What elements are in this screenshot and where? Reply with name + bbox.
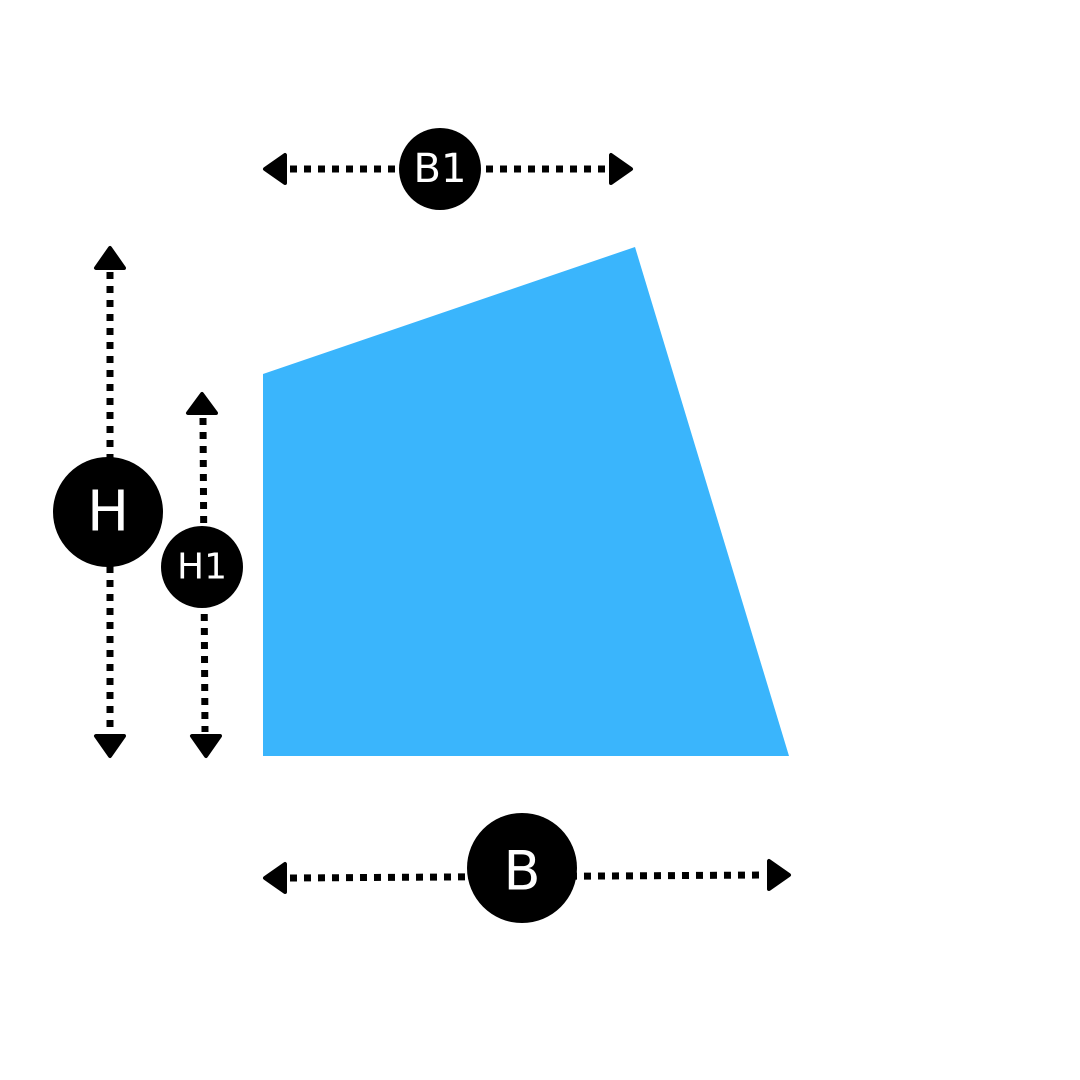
b1-left-arrowhead (263, 153, 287, 185)
h1-dimension: H1 (161, 392, 243, 758)
b1-right-arrowhead (609, 153, 633, 185)
b-dimension: B (263, 813, 791, 923)
h-top-arrowhead (94, 246, 126, 270)
h-badge (53, 457, 163, 567)
b-left-arrowhead (263, 862, 287, 894)
b1-badge (399, 128, 481, 210)
h1-top-arrowhead (186, 392, 218, 415)
trapezoid-shape (263, 247, 789, 756)
h1-bottom-arrowhead (190, 734, 222, 758)
h1-badge (161, 526, 243, 608)
h-bottom-arrowhead (94, 734, 126, 758)
b-right-arrowhead (767, 859, 791, 891)
b1-label: B1 (414, 146, 467, 192)
h-dimension: H (53, 246, 163, 758)
b-badge (467, 813, 577, 923)
b1-dimension: B1 (263, 128, 633, 210)
h-label: H (87, 480, 129, 545)
h1-label: H1 (177, 547, 227, 588)
b-dotted-line (289, 871, 765, 882)
b-label: B (503, 840, 540, 903)
